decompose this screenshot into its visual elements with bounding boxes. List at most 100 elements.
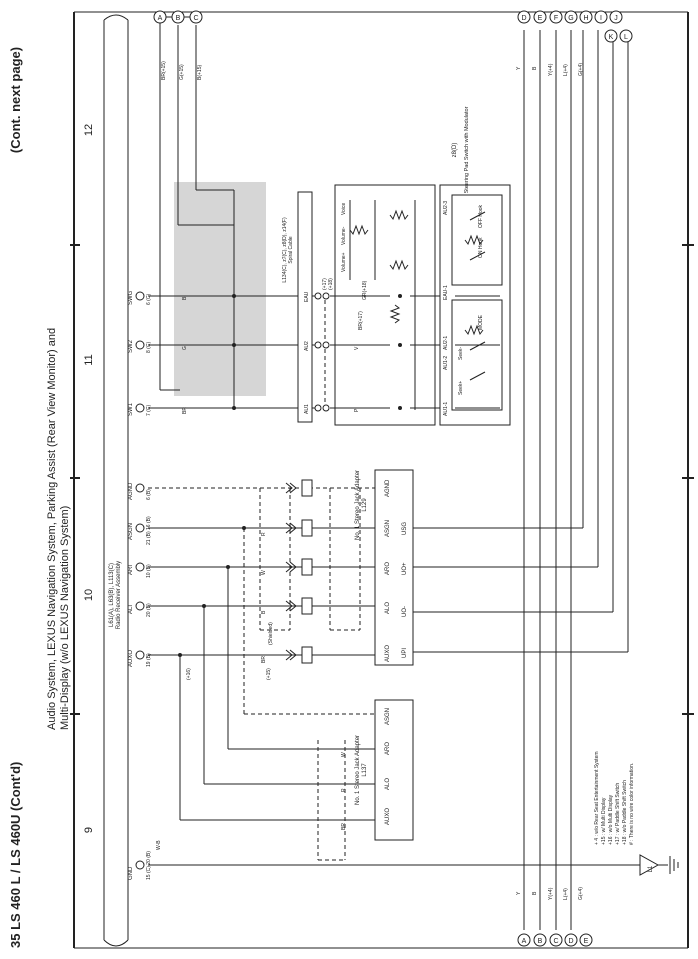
- spiral-pin-au1: AU1: [304, 404, 310, 414]
- note-inline-17: (+17): [322, 278, 328, 290]
- bottom-connector-e: E: [584, 938, 589, 945]
- note-inline-18: (+18): [328, 278, 334, 290]
- note-line-4: +17 : w/ Paddle Shift Switch: [615, 783, 621, 845]
- top-connector-a: A: [158, 15, 163, 22]
- steering-switch-box: [439, 184, 511, 426]
- inline-connectors: [301, 479, 313, 664]
- radio-receiver-assembly: [103, 14, 129, 947]
- diagram-title-line1: Audio System, LEXUS Navigation System, P…: [46, 328, 58, 730]
- switch-pin-au2-1: AU2-1: [443, 336, 449, 350]
- right-connector-circles: [517, 10, 633, 43]
- right-connector-h: H: [583, 15, 588, 22]
- l129-pin-asgn: ASGN: [385, 520, 391, 537]
- page-header-left: 35 LS 460 L / LS 460U (Cont'd): [8, 762, 23, 948]
- shaded-region: [174, 182, 266, 396]
- top-wire-g15: G(+15): [179, 64, 185, 80]
- switch-pin-eau-1: EAU-1: [443, 285, 449, 300]
- radio-pin-swg: SWG: [128, 290, 134, 305]
- inline-arrows: [285, 482, 297, 661]
- adapter-l137-name: No. 1 Stereo Jack Adapter: [355, 735, 361, 805]
- radio-pin-gnd: GND: [128, 866, 134, 880]
- wire-label-r-l: R: [341, 788, 347, 792]
- wire-lines: [148, 16, 629, 930]
- switch-pin-au1-2: AU1-2: [443, 356, 449, 370]
- bottom-wire-color-b: B: [532, 891, 538, 895]
- right-wire-color-y4: Y(+4): [548, 63, 554, 76]
- radio-pin-asgn-num: 21 (B) 16 (B): [146, 516, 152, 545]
- radio-receiver-name: Radio Receiver Assembly: [116, 561, 122, 629]
- right-connector-i: I: [600, 15, 602, 22]
- wire-label-p: P: [354, 408, 360, 412]
- radio-pin-sw1-num: 7 (C): [146, 405, 152, 416]
- l129-out-uo-minus: UO-: [402, 606, 408, 617]
- note-line-1: + 4 : w/o Rear Seat Entertainment System: [594, 751, 600, 845]
- bottom-wire-color-g4: G(+4): [578, 887, 584, 900]
- l129-out-uo-plus: UO+: [402, 562, 408, 575]
- grid-number-11: 11: [83, 354, 95, 365]
- bottom-connector-b: B: [538, 938, 543, 945]
- wire-label-v: V: [354, 346, 360, 350]
- radio-pin-sw2: SW2: [128, 339, 134, 353]
- top-wire-br15: BR(+15): [161, 61, 167, 80]
- spiral-pin-eau: EAU: [304, 291, 310, 302]
- wire-label-w-l: W: [341, 752, 347, 757]
- l137-pin-asgn: ASGN: [385, 708, 391, 725]
- label-off-hook: OFF Hook: [478, 204, 484, 228]
- radio-pin-swg-num: 6 (C): [146, 294, 152, 305]
- radio-pin-auxo: AUXO: [128, 650, 134, 667]
- adapter-l129-id: L129: [362, 498, 368, 512]
- radio-pin-agnd-num: 6 (B): [146, 489, 152, 500]
- spiral-cable-name: Spiral Cable: [288, 236, 294, 263]
- right-wire-color-b: B: [532, 66, 538, 70]
- note-br17: BR(+17): [358, 311, 364, 330]
- page-header-right: (Cont. next page): [8, 47, 23, 153]
- label-voice: Voice: [341, 203, 347, 215]
- l137-pin-aro: ARO: [385, 742, 391, 755]
- note-shielded: (Shielded): [268, 622, 274, 645]
- wire-label-br-l: BR: [341, 823, 347, 830]
- grid-number-12: 12: [83, 124, 95, 136]
- l137-pin-alo: ALO: [385, 778, 391, 790]
- label-on-hook: ON Hook: [478, 237, 484, 258]
- ground-symbol: [520, 854, 679, 876]
- right-wire-color-g4: G(+4): [578, 63, 584, 76]
- top-wire-b15: B(+15): [197, 65, 203, 80]
- right-connector-f: F: [554, 15, 558, 22]
- steering-switch-name: Steering Pad Switch with Modulator: [464, 106, 470, 193]
- right-wire-color-y: Y: [516, 66, 522, 70]
- l129-pin-alo: ALO: [385, 602, 391, 614]
- switch-pin-au2-3: AU2-3: [443, 201, 449, 215]
- wire-label-b-r: B: [182, 296, 188, 300]
- bottom-connector-circles: [517, 933, 593, 947]
- right-connector-j: J: [614, 15, 618, 22]
- bottom-wire-color-y4: Y(+4): [548, 887, 554, 900]
- note-line-6: # : There is no wire color information.: [629, 763, 635, 845]
- spiral-cable-ids: L134(C), z7(C), z8(D), z14(F): [282, 217, 288, 283]
- radio-pin-ali: ALI: [128, 605, 134, 614]
- l129-pin-auxo: AUXO: [385, 645, 391, 662]
- adapter-l137-id: L137: [362, 763, 368, 777]
- bottom-connector-a: A: [522, 938, 527, 945]
- l137-pin-auxo: AUXO: [385, 808, 391, 825]
- label-volume-minus: Volume-: [341, 226, 347, 245]
- grid-number-9: 9: [83, 827, 95, 833]
- label-volume-plus: Volume+: [341, 252, 347, 272]
- radio-receiver-ids: L61(A), L63(B), L113(C): [109, 563, 115, 627]
- wire-label-wb: W-B: [156, 840, 162, 850]
- diagram-title-line2: Multi-Display (w/o LEXUS Navigation Syst…: [59, 506, 71, 730]
- radio-pin-asgn: ASGN: [128, 523, 134, 540]
- wire-label-w-m: W: [261, 570, 267, 575]
- label-mode: MODE: [478, 314, 484, 330]
- radio-pin-ari-num: 10 (B): [146, 564, 152, 578]
- radio-pin-auxo-num: 19 (B): [146, 653, 152, 667]
- label-seek-minus: Seek-: [458, 347, 464, 360]
- radio-pin-ali-num: 20 (B): [146, 603, 152, 617]
- top-connector-circles: [153, 10, 203, 24]
- radio-pin-gnd-num: 15 (C) 20 (B): [146, 851, 152, 880]
- bottom-connector-c: C: [553, 938, 558, 945]
- bottom-connector-d: D: [568, 938, 573, 945]
- radio-pin-sw1: SW1: [128, 402, 134, 416]
- note-line-2: +15 : w/ Multi Display: [601, 797, 607, 845]
- bottom-wire-color-l4: L(+4): [563, 888, 569, 900]
